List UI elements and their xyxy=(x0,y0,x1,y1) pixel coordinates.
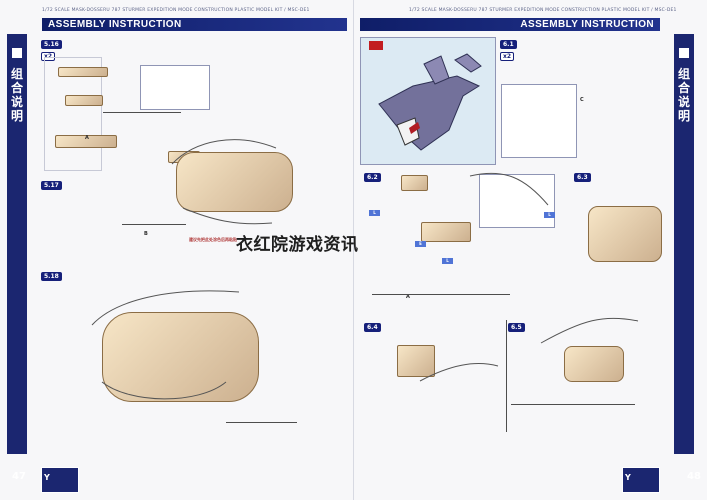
right-page: 1/72 SCALE MASK-DOSSERU 787 STURMER EXPE… xyxy=(354,0,707,500)
page-logo-right: Y xyxy=(622,467,660,493)
x2-badge-left: x2 xyxy=(41,52,56,61)
page-logo-right-mark: Y xyxy=(625,473,631,482)
page-number-right: 48 xyxy=(687,471,701,482)
banner-left: ASSEMBLY INSTRUCTION xyxy=(42,18,347,31)
engine-part-3 xyxy=(588,206,662,262)
top-line-right: 1/72 SCALE MASK-DOSSERU 787 STURMER EXPE… xyxy=(409,8,677,13)
page-number-left: 47 xyxy=(12,471,26,482)
step-6-3: 6.3 xyxy=(574,173,591,182)
tag-a-left: A xyxy=(85,135,89,141)
right-sidebar: 组合说明 xyxy=(674,34,694,454)
sidebar-square-icon-right xyxy=(679,48,689,58)
step-5-16: 5.16 xyxy=(41,40,62,49)
sidebar-label: 组合说明 xyxy=(10,67,23,123)
tag-a-right: A xyxy=(406,294,410,300)
side-note: 建议先把此处涂色后再粘贴 xyxy=(189,237,237,242)
step-6-5: 6.5 xyxy=(508,323,525,332)
blue-tag-4: L xyxy=(442,258,453,264)
page-logo-left-mark: Y xyxy=(44,473,50,482)
engine-part-2 xyxy=(421,222,471,242)
main-hull-left xyxy=(176,152,293,212)
blue-tag-2: E xyxy=(415,241,426,247)
leader-line-3 xyxy=(226,422,297,423)
mech-preview-illustration xyxy=(378,53,482,151)
step-6-2: 6.2 xyxy=(364,173,381,182)
tag-c-right: C xyxy=(580,97,584,103)
callout-box-6-2 xyxy=(479,174,555,228)
subassembly-box-left xyxy=(44,57,102,171)
blue-tag-3: L xyxy=(544,212,555,218)
callout-box-left xyxy=(140,65,210,110)
right-leader-1 xyxy=(372,294,510,295)
right-leader-3 xyxy=(506,320,507,432)
engine-part-5 xyxy=(564,346,624,382)
top-part-1 xyxy=(58,67,108,77)
step-mark xyxy=(369,41,383,50)
top-part-3 xyxy=(55,135,117,148)
step-5-18: 5.18 xyxy=(41,272,62,281)
engine-part-4 xyxy=(397,345,435,377)
left-page: 1/72 SCALE MASK-DOSSERU 787 STURMER EXPE… xyxy=(7,0,354,500)
top-line-left: 1/72 SCALE MASK-DOSSERU 787 STURMER EXPE… xyxy=(42,8,310,13)
page-logo-left: Y xyxy=(41,467,79,493)
banner-left-title: ASSEMBLY INSTRUCTION xyxy=(48,19,182,30)
step-6-1: 6.1 xyxy=(500,40,517,49)
engine-part-1 xyxy=(401,175,428,191)
sidebar-label-right: 组合说明 xyxy=(677,67,690,123)
bottom-hull-left xyxy=(102,312,259,402)
leader-line-1 xyxy=(103,112,181,113)
step-5-17: 5.17 xyxy=(41,181,62,190)
sidebar-square-icon xyxy=(12,48,22,58)
x2-badge-right: x2 xyxy=(500,52,515,61)
product-preview-box xyxy=(360,37,496,165)
blue-tag-1: L xyxy=(369,210,380,216)
step-6-4: 6.4 xyxy=(364,323,381,332)
tag-b-left: B xyxy=(144,231,148,237)
right-leader-2 xyxy=(511,404,635,405)
banner-right: ASSEMBLY INSTRUCTION xyxy=(360,18,660,31)
left-sidebar: 组合说明 xyxy=(7,34,27,454)
overlay-text: 衣红院游戏资讯 xyxy=(236,235,359,255)
banner-right-title: ASSEMBLY INSTRUCTION xyxy=(520,19,654,30)
leader-line-2 xyxy=(122,224,186,225)
callout-box-6-1 xyxy=(501,84,577,158)
top-part-2 xyxy=(65,95,103,106)
